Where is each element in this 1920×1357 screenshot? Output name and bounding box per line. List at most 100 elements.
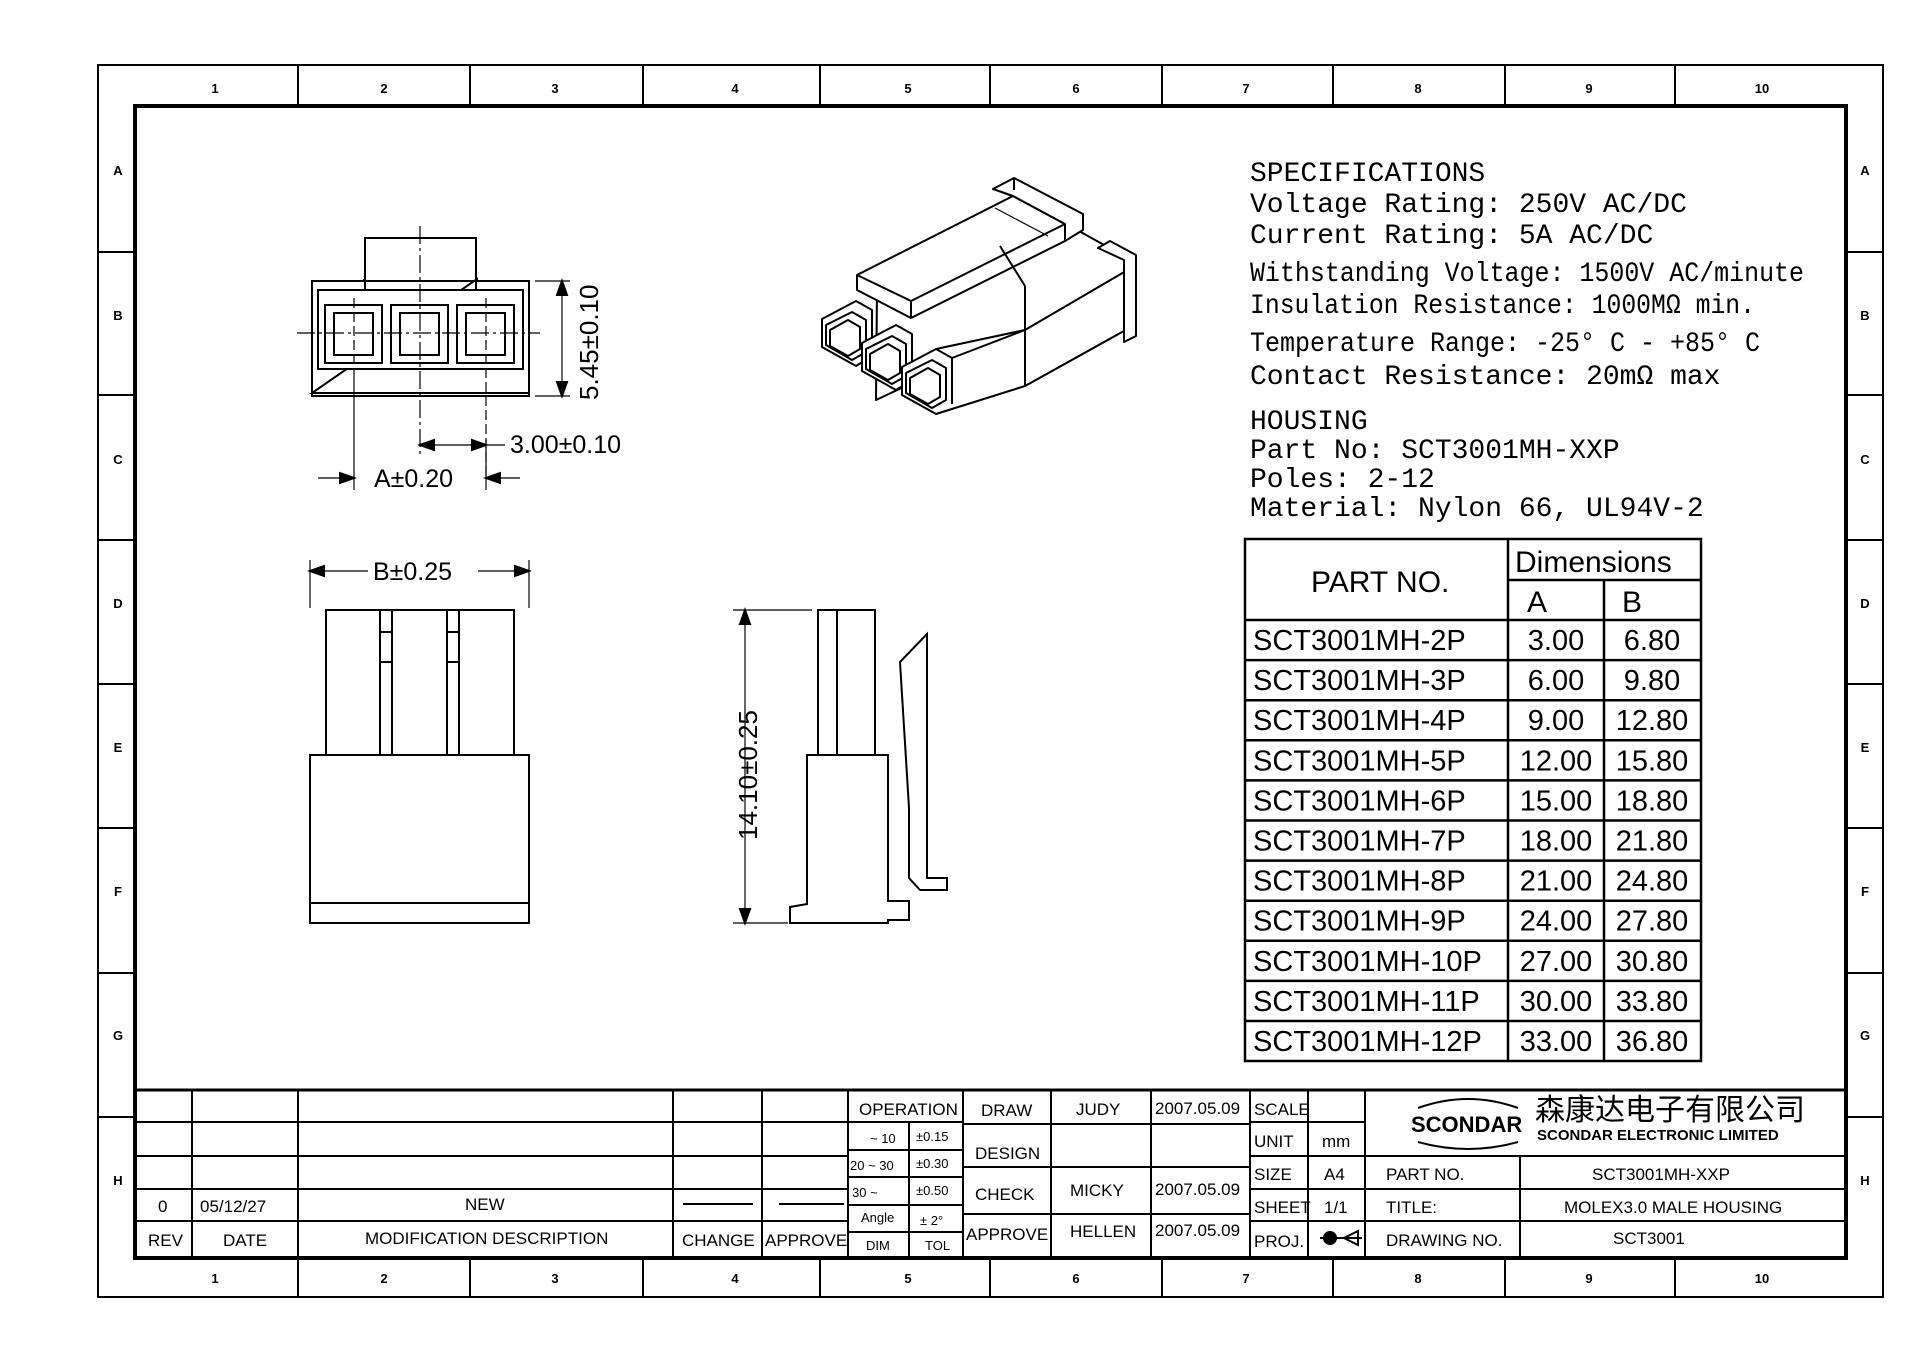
part-no-cell: SCT3001MH-4P xyxy=(1253,705,1466,737)
isometric-view xyxy=(821,177,1137,415)
spec-line: Contact Resistance: 20mΩ max xyxy=(1250,362,1720,393)
zone-col-label: 8 xyxy=(1414,81,1421,96)
table-row: SCT3001MH-4P 9.00 12.80 xyxy=(1253,705,1688,737)
angle-tol: ± 2° xyxy=(920,1213,943,1228)
drawing-no-label: DRAWING NO. xyxy=(1386,1231,1502,1250)
size-value: A4 xyxy=(1324,1165,1345,1184)
part-no-cell: SCT3001MH-10P xyxy=(1253,946,1482,978)
tol-range-3: 30 ~ xyxy=(852,1185,878,1200)
rev-label: REV xyxy=(148,1231,184,1250)
unit-label: UNIT xyxy=(1254,1132,1294,1151)
tol-range-2: 20 ~ 30 xyxy=(850,1158,894,1173)
dim-b-cell: 6.80 xyxy=(1624,625,1680,657)
part-no-label: PART NO. xyxy=(1386,1165,1464,1184)
sheet-value: 1/1 xyxy=(1324,1198,1348,1217)
zone-row-label: C xyxy=(113,452,123,467)
dim-a-cell: 33.00 xyxy=(1520,1026,1593,1058)
zone-row-label: B xyxy=(113,308,122,323)
part-no-cell: SCT3001MH-8P xyxy=(1253,866,1466,898)
approve-label: APPROVE xyxy=(765,1231,847,1250)
rev-value: 0 xyxy=(158,1197,167,1216)
part-no-cell: SCT3001MH-2P xyxy=(1253,625,1466,657)
dim-a-cell: 6.00 xyxy=(1528,665,1584,697)
title-block xyxy=(135,1088,1846,1258)
housing-line: Material: Nylon 66, UL94V-2 xyxy=(1250,494,1704,525)
zone-col-label: 5 xyxy=(904,1271,911,1286)
part-no-cell: SCT3001MH-6P xyxy=(1253,785,1466,817)
zone-row-label: B xyxy=(1860,308,1869,323)
dim-b-cell: 30.80 xyxy=(1616,946,1689,978)
zone-row-label: A xyxy=(113,163,123,178)
draw-date: 2007.05.09 xyxy=(1155,1099,1240,1118)
rev-description-value: NEW xyxy=(465,1195,505,1214)
dim-b-cell: 12.80 xyxy=(1616,705,1689,737)
operation-label: OPERATION xyxy=(859,1100,958,1119)
title-label: TITLE: xyxy=(1386,1198,1437,1217)
top-view xyxy=(307,560,532,924)
size-label: SIZE xyxy=(1254,1165,1292,1184)
part-no-cell: SCT3001MH-5P xyxy=(1253,745,1466,777)
dim-length-label: 14.10±0.25 xyxy=(733,710,763,840)
dim-a-cell: 24.00 xyxy=(1520,906,1593,938)
zone-col-label: 4 xyxy=(731,81,739,96)
spec-line: Insulation Resistance: 1000MΩ min. xyxy=(1250,291,1755,322)
zone-row-label: D xyxy=(113,596,122,611)
spec-line: Voltage Rating: 250V AC/DC xyxy=(1250,190,1687,221)
dim-b-label: B±0.25 xyxy=(373,558,452,586)
tol-value-2: ±0.30 xyxy=(916,1156,948,1171)
check-date: 2007.05.09 xyxy=(1155,1180,1240,1199)
spec-line: Current Rating: 5A AC/DC xyxy=(1250,221,1653,252)
dim-label: DIM xyxy=(866,1238,890,1253)
zone-col-label: 1 xyxy=(211,81,218,96)
dim-a-label: A±0.20 xyxy=(374,465,453,493)
zone-col-label: 1 xyxy=(211,1271,218,1286)
company-name-cn: 森康达电子有限公司 xyxy=(1535,1094,1805,1127)
check-label: CHECK xyxy=(975,1185,1035,1204)
zone-row-label: H xyxy=(113,1173,122,1188)
front-view xyxy=(297,226,570,490)
sheet-label: SHEET xyxy=(1254,1198,1311,1217)
dim-a-cell: 12.00 xyxy=(1520,745,1593,777)
dim-a-cell: 21.00 xyxy=(1520,866,1593,898)
table-header-a: A xyxy=(1527,586,1547,619)
approve-label-signoff: APPROVE xyxy=(966,1225,1048,1244)
proj-label: PROJ. xyxy=(1254,1232,1304,1251)
zone-col-label: 2 xyxy=(380,1271,387,1286)
zone-row-label: D xyxy=(1860,596,1869,611)
draw-label: DRAW xyxy=(981,1101,1032,1120)
spec-line: Temperature Range: -25° C - +85° C xyxy=(1250,329,1760,360)
table-header-dimensions: Dimensions xyxy=(1515,546,1672,579)
dim-b-cell: 33.80 xyxy=(1616,986,1689,1018)
part-no-cell: SCT3001MH-7P xyxy=(1253,826,1466,858)
unit-value: mm xyxy=(1322,1132,1350,1151)
zone-col-label: 3 xyxy=(551,1271,558,1286)
check-name: MICKY xyxy=(1070,1181,1124,1200)
dim-b-cell: 18.80 xyxy=(1616,785,1689,817)
dim-a-cell: 9.00 xyxy=(1528,705,1584,737)
dim-b-cell: 24.80 xyxy=(1616,866,1689,898)
zone-col-label: 4 xyxy=(731,1271,739,1286)
dim-pitch-label: 3.00±0.10 xyxy=(510,431,621,459)
zone-col-label: 9 xyxy=(1585,1271,1592,1286)
zone-col-label: 9 xyxy=(1585,81,1592,96)
zone-col-label: 10 xyxy=(1755,1271,1769,1286)
zone-col-label: 10 xyxy=(1755,81,1769,96)
dim-b-cell: 21.80 xyxy=(1616,826,1689,858)
specs-heading: SPECIFICATIONS xyxy=(1250,159,1485,190)
rev-date-value: 05/12/27 xyxy=(200,1197,266,1216)
zone-row-label: C xyxy=(1860,452,1870,467)
zone-row-label: E xyxy=(1861,740,1870,755)
company-logo: SCONDAR xyxy=(1411,1098,1522,1150)
zone-col-label: 7 xyxy=(1242,81,1249,96)
side-view xyxy=(733,607,948,926)
zone-row-label: E xyxy=(114,740,123,755)
